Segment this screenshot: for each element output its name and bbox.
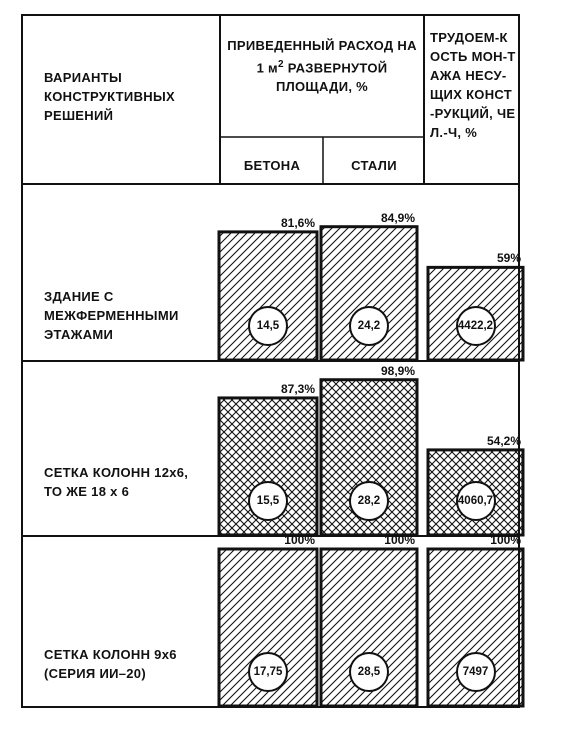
inner-value-row2-col1: 15,5: [248, 481, 288, 521]
header-variants-text: ВАРИАНТЫ КОНСТРУКТИВНЫХ РЕШЕНИЙ: [44, 70, 175, 123]
bar-label-row1-col2: 84,9%: [380, 210, 415, 225]
header-concrete: БЕТОНА: [222, 156, 322, 175]
inner-value-row2-col3: 4060,7: [455, 481, 496, 521]
row-label-1-text: ЗДАНИЕ С МЕЖФЕРМЕННЫМИ ЭТАЖАМИ: [44, 289, 179, 342]
header-variants: ВАРИАНТЫ КОНСТРУКТИВНЫХ РЕШЕНИЙ: [44, 68, 214, 125]
inner-value-row3-col1: 17,75: [248, 652, 288, 692]
inner-value-row2-col2: 28,2: [349, 481, 389, 521]
bar-label-row3-col3: 100%: [490, 533, 521, 547]
header-concrete-text: БЕТОНА: [243, 158, 301, 173]
header-steel-text: СТАЛИ: [351, 158, 397, 173]
bar-label-row3-col1: 100%: [284, 533, 315, 547]
bar-label-row2-col1: 87,3%: [280, 381, 315, 396]
row-label-1: ЗДАНИЕ С МЕЖФЕРМЕННЫМИ ЭТАЖАМИ: [44, 287, 219, 344]
header-labor: ТРУДОЕМ-КОСТЬ МОН-ТАЖА НЕСУ-ЩИХ КОНСТ-РУ…: [430, 28, 516, 142]
header-consumption-post: РАЗВЕРНУТОЙ ПЛОЩАДИ, %: [275, 60, 388, 95]
row-label-3-text: СЕТКА КОЛОНН 9х6 (СЕРИЯ ИИ–20): [44, 647, 177, 681]
header-consumption-pre: ПРИВЕДЕННЫЙ РАСХОД НА 1 м: [227, 38, 417, 76]
inner-value-row3-col2: 28,5: [349, 652, 389, 692]
bar-label-row2-col3: 54,2%: [486, 433, 521, 448]
header-labor-text: ТРУДОЕМ-КОСТЬ МОН-ТАЖА НЕСУ-ЩИХ КОНСТ-РУ…: [430, 30, 516, 140]
bar-label-row3-col2: 100%: [384, 533, 415, 547]
inner-value-row1-col1: 14,5: [248, 306, 288, 346]
header-consumption-sup: 2: [277, 59, 284, 70]
inner-value-row3-col3: 7497: [455, 652, 496, 692]
header-consumption: ПРИВЕДЕННЫЙ РАСХОД НА 1 м2 РАЗВЕРНУТОЙ П…: [224, 36, 420, 96]
bars-layer: [217, 225, 525, 708]
inner-value-row1-col2: 24,2: [349, 306, 389, 346]
row-label-3: СЕТКА КОЛОНН 9х6 (СЕРИЯ ИИ–20): [44, 645, 209, 683]
bar-label-row1-col1: 81,6%: [280, 215, 315, 230]
bar-label-row1-col3: 59%: [496, 251, 521, 266]
row-label-2-text: СЕТКА КОЛОНН 12х6, ТО ЖЕ 18 х 6: [44, 465, 189, 499]
bar-label-row2-col2: 98,9%: [380, 363, 415, 378]
header-steel: СТАЛИ: [325, 156, 423, 175]
inner-value-row1-col3: 4422,2: [455, 306, 496, 346]
row-label-2: СЕТКА КОЛОНН 12х6, ТО ЖЕ 18 х 6: [44, 463, 209, 501]
